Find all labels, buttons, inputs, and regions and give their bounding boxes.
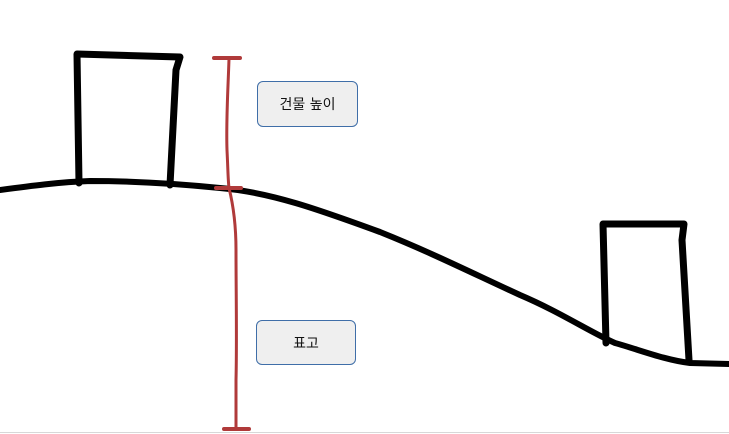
building-height-measure xyxy=(212,56,243,190)
elevation-label-box: 표고 xyxy=(256,320,356,365)
building-height-label-box: 건물 높이 xyxy=(257,81,358,127)
elevation-measure xyxy=(222,186,251,431)
elevation-label: 표고 xyxy=(293,335,319,352)
bottom-divider xyxy=(0,432,729,433)
building-right xyxy=(599,220,693,364)
building-height-label: 건물 높이 xyxy=(279,97,336,113)
building-left xyxy=(73,50,184,189)
ground-line xyxy=(0,178,729,367)
